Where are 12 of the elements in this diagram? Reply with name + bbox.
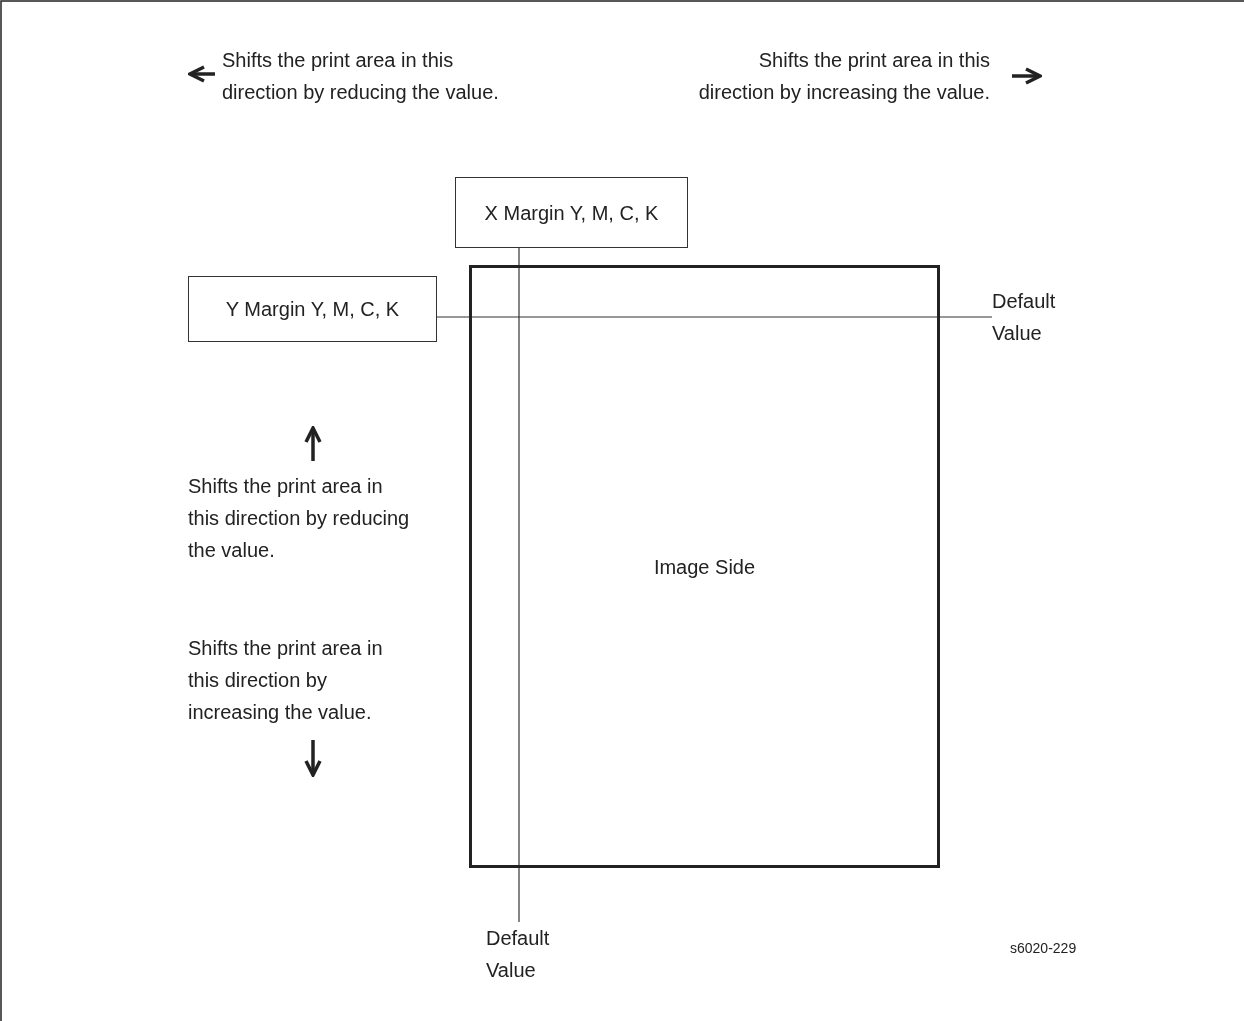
leader-line: [518, 247, 520, 923]
note-text: Shifts the print area in this direction by increasing the value.: [188, 636, 384, 725]
margin-label-box: X Margin Y, M, C, K: [455, 177, 688, 248]
note-text: Shifts the print area in this direction by increasing the value.: [697, 48, 990, 105]
margin-label-box: Y Margin Y, M, C, K: [188, 276, 437, 342]
default-value-text: Default Value: [992, 285, 1072, 351]
default-value-text: Default Value: [486, 922, 566, 988]
note-text: Shifts the print area in this direction by reducing the value.: [222, 48, 500, 105]
figure-number: s6020-229: [1010, 939, 1078, 958]
paper-sheet: Image Side: [469, 265, 940, 868]
leader-line: [436, 316, 993, 318]
note-text: Shifts the print area in this direction by reducing the value.: [188, 474, 411, 563]
